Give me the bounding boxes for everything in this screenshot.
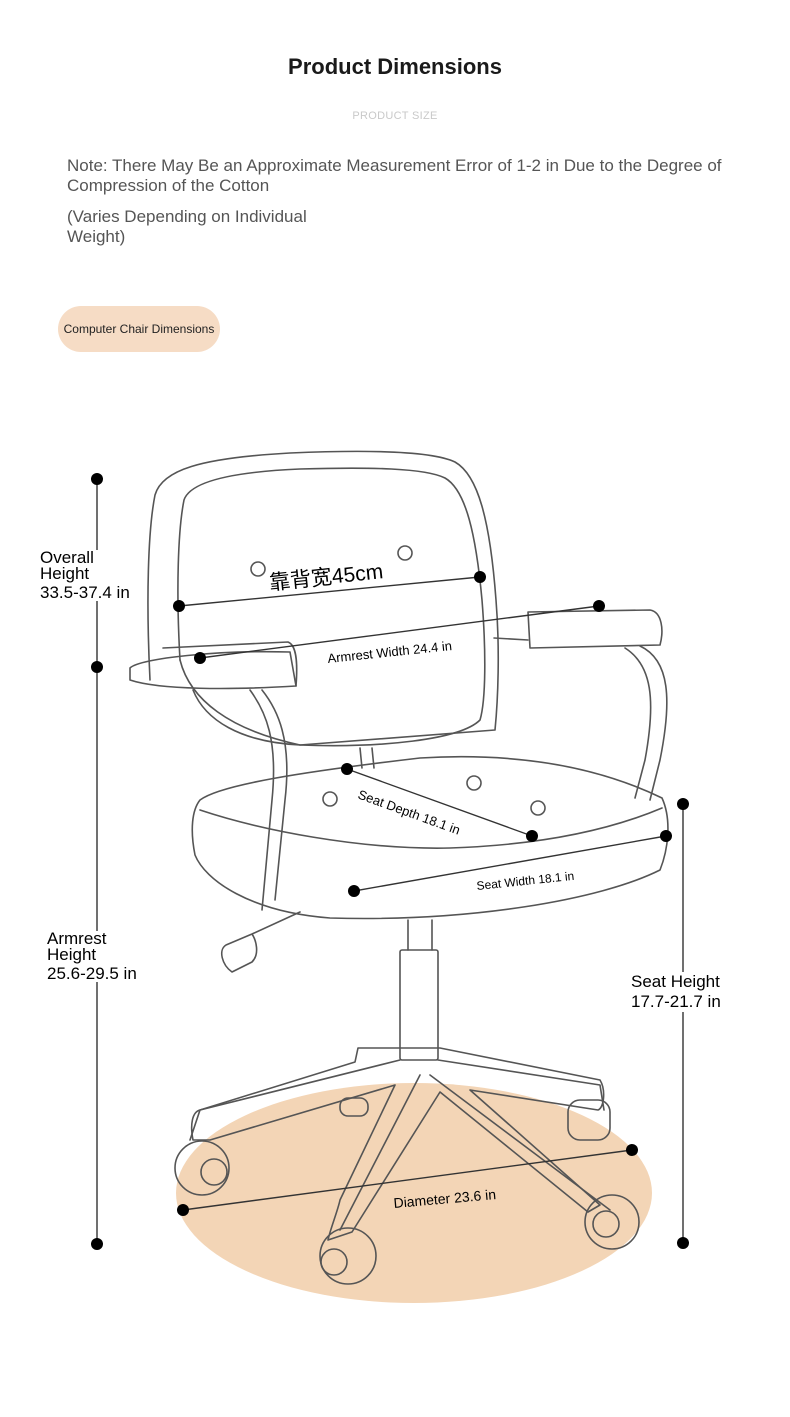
backrest-width-label: 靠背宽45cm xyxy=(268,560,384,595)
backrest-outline xyxy=(147,450,500,746)
dimension-dot xyxy=(626,1144,638,1156)
armrest-height-value: 25.6-29.5 in xyxy=(47,964,137,983)
armrest-height-title-2: Height xyxy=(47,945,97,964)
overall-height-value: 33.5-37.4 in xyxy=(40,583,130,602)
dimension-dot xyxy=(91,473,103,485)
dimension-dot xyxy=(177,1204,189,1216)
seat-height-value: 17.7-21.7 in xyxy=(631,992,721,1011)
backrest-width-line xyxy=(178,576,481,607)
diameter-line xyxy=(182,1149,633,1211)
dimension-dot xyxy=(91,1238,103,1250)
backrest-button xyxy=(397,545,413,561)
left-armrest xyxy=(129,650,297,690)
armrest-height-label: Armrest Height 25.6-29.5 in xyxy=(47,929,137,983)
overall-height-label: Overall Height 33.5-37.4 in xyxy=(40,548,130,602)
dimension-dot xyxy=(173,600,185,612)
armrest-width-label: Armrest Width 24.4 in xyxy=(327,638,453,666)
weight-note: (Varies Depending on Individual Weight) xyxy=(67,207,307,246)
caster-back xyxy=(339,1097,369,1117)
caster-front xyxy=(319,1227,377,1285)
right-arm-support xyxy=(639,645,668,801)
height-lever xyxy=(220,911,301,973)
dimension-dot xyxy=(660,830,672,842)
dimension-dot xyxy=(526,830,538,842)
dimension-dot xyxy=(677,1237,689,1249)
seat-depth-line xyxy=(346,768,533,837)
dimension-dot xyxy=(194,652,206,664)
armrest-width-line xyxy=(199,605,600,659)
base-floor-ellipse xyxy=(176,1083,652,1303)
caster-right xyxy=(584,1194,640,1250)
overall-height-title-2: Height xyxy=(40,564,90,583)
dimension-dot xyxy=(348,885,360,897)
backrest-button xyxy=(250,561,266,577)
overall-height-title: Overall xyxy=(40,548,94,567)
seat-cushion xyxy=(191,755,669,920)
page-title: Product Dimensions xyxy=(288,54,502,79)
seat-depth-label: Seat Depth 18.1 in xyxy=(356,787,462,838)
dimension-dot xyxy=(341,763,353,775)
seat-width-label: Seat Width 18.1 in xyxy=(476,869,575,893)
gas-cylinder xyxy=(407,919,433,951)
page-subtitle: PRODUCT SIZE xyxy=(352,110,438,122)
left-arm-support xyxy=(261,689,288,901)
backrest-inner-outline xyxy=(177,467,486,747)
dimension-dot xyxy=(593,600,605,612)
measurement-note: Note: There May Be an Approximate Measur… xyxy=(67,156,722,195)
right-armrest xyxy=(527,609,663,649)
dimension-dot xyxy=(677,798,689,810)
dimension-dot xyxy=(474,571,486,583)
seat-width-line xyxy=(353,835,667,892)
caster-left xyxy=(174,1140,230,1196)
seat-button xyxy=(466,775,482,791)
seat-button xyxy=(322,791,338,807)
dimension-dot xyxy=(91,661,103,673)
seat-height-label: Seat Height 17.7-21.7 in xyxy=(631,972,721,1012)
seat-height-title: Seat Height xyxy=(631,972,720,991)
armrest-height-title: Armrest xyxy=(47,929,107,948)
caster-back-right xyxy=(567,1099,611,1141)
seat-button xyxy=(530,800,546,816)
section-tag: Computer Chair Dimensions xyxy=(58,306,220,352)
